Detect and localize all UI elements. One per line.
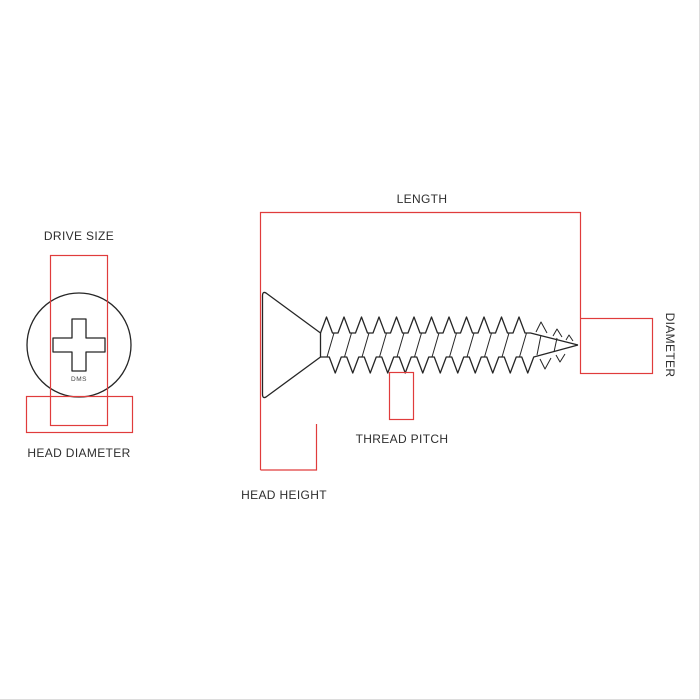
screw-thread-flank-lines xyxy=(326,332,558,358)
thread-pitch-label: THREAD PITCH xyxy=(355,432,449,446)
diameter-dimension-box xyxy=(579,317,654,375)
screw-thread-top-outline xyxy=(319,316,579,346)
drive-marking-text: DMS xyxy=(71,376,87,383)
screw-thread-bottom-outline xyxy=(320,344,579,374)
head-diameter-dimension-box xyxy=(25,395,134,434)
length-dimension-bracket xyxy=(259,211,582,470)
head-height-label: HEAD HEIGHT xyxy=(241,488,327,502)
dimension-lines xyxy=(25,211,654,471)
length-label: LENGTH xyxy=(396,192,448,206)
drive-size-label: DRIVE SIZE xyxy=(43,229,115,243)
screw-side-view xyxy=(261,291,579,399)
drive-size-dimension-box xyxy=(49,254,109,427)
head-diameter-label: HEAD DIAMETER xyxy=(27,446,131,460)
screw-head-side xyxy=(261,291,322,399)
screw-tip-threads xyxy=(535,321,574,370)
phillips-cross-icon xyxy=(52,318,106,372)
head-height-dimension-bracket xyxy=(260,424,318,471)
thread-pitch-dimension-box xyxy=(388,371,415,421)
diameter-label: DIAMETER xyxy=(663,312,677,378)
